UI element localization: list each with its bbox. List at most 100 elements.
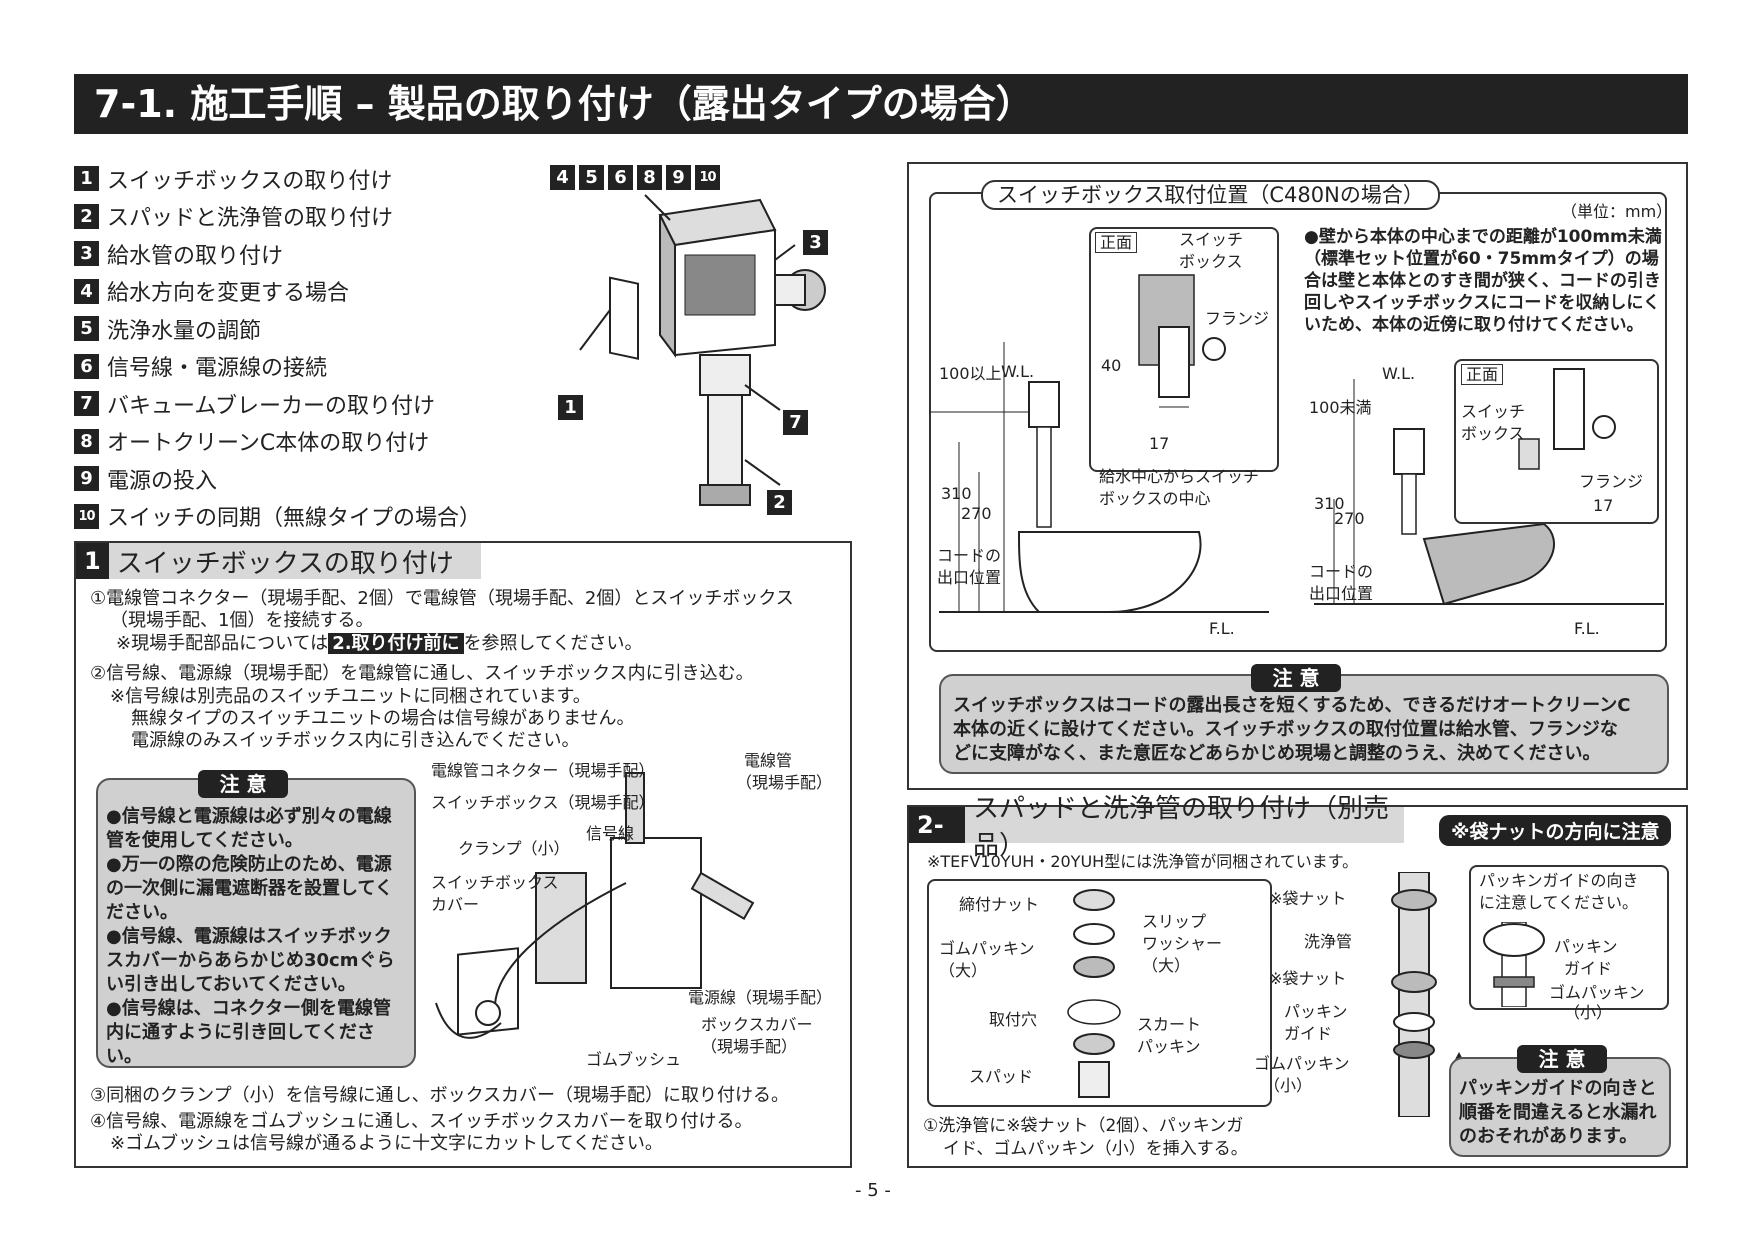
d17-left: 17 — [1149, 434, 1170, 453]
d270-left: 270 — [961, 504, 992, 523]
toc-label: オートクリーンC本体の取り付け — [107, 431, 430, 457]
position-caution-box: 注 意 スイッチボックスはコードの露出長さを短くするため、できるだけオートクリー… — [939, 664, 1669, 774]
guide-note-1: パッキンガイドの向き — [1479, 871, 1639, 890]
lbl-rubber1: ゴムパッキン — [939, 939, 1035, 958]
lbl-box-cover2: （現場手配） — [701, 1037, 798, 1056]
guide-rub-1: ゴムパッキン — [1549, 983, 1645, 1002]
lbl-rubber2: （大） — [939, 961, 988, 980]
step-num-badge: 10 — [695, 165, 720, 190]
caution-line: 順番を間違えると水漏れ — [1459, 1102, 1657, 1123]
section1-title: スイッチボックスの取り付け — [116, 548, 454, 579]
toc-num: 1 — [74, 166, 99, 192]
toc-item[interactable]: 10 スイッチの同期（無線タイプの場合） — [74, 498, 514, 536]
toc-label: 洗浄水量の調節 — [107, 318, 262, 344]
fl-right: F.L. — [1574, 619, 1600, 638]
d100under: 100未満 — [1309, 398, 1372, 417]
product-drawing — [579, 194, 826, 506]
guide-lbl-2: ガイド — [1564, 959, 1613, 978]
toc-num: 3 — [74, 241, 99, 267]
included-note: ※TEFV10YUH・20YUH型には洗浄管が同梱されています。 — [927, 852, 1359, 871]
toc-num: 6 — [74, 353, 99, 379]
wl-right: W.L. — [1382, 364, 1416, 383]
lbl-guide2: ガイド — [1284, 1024, 1333, 1043]
position-right-drawing — [1314, 379, 1664, 606]
callout-3: 3 — [803, 230, 828, 255]
lbl-rubber-s1: ゴムパッキン — [1254, 1054, 1350, 1073]
section1-num: 1 — [76, 543, 109, 579]
sb-right-2: ボックス — [1461, 424, 1525, 443]
s21-step1a: ①洗浄管に※袋ナット（2個）、パッキンガ — [923, 1116, 1244, 1136]
lbl-hole: 取付穴 — [989, 1010, 1038, 1029]
step-num-badge: 9 — [666, 165, 691, 190]
lbl-cover1: スイッチボックス — [431, 873, 559, 892]
s1-step1a: ①電線管コネクター（現場手配、2個）で電線管（現場手配、2個）とスイッチボックス — [90, 588, 794, 609]
s21-caution-label: 注 意 — [1517, 1045, 1607, 1073]
toc-num: 10 — [74, 503, 99, 529]
toc-num: 7 — [74, 391, 99, 417]
toc-label: スイッチボックスの取り付け — [107, 168, 393, 194]
toc-item[interactable]: 1 スイッチボックスの取り付け — [74, 160, 514, 198]
s1-note4: ※ゴムブッシュは信号線が通るように十文字にカットしてください。 — [110, 1133, 663, 1154]
toc-item[interactable]: 3 給水管の取り付け — [74, 235, 514, 273]
sb-left-1: スイッチ — [1179, 230, 1244, 249]
section21-header: 2-1 スパッドと洗浄管の取り付け（別売品） — [909, 794, 1404, 875]
cord-right-2: 出口位置 — [1309, 584, 1374, 603]
toc-label: スパッドと洗浄管の取り付け — [107, 206, 394, 232]
fl-left: F.L. — [1209, 619, 1235, 638]
lbl-conduit-connector: 電線管コネクター（現場手配） — [431, 761, 655, 780]
toc-item[interactable]: 6 信号線・電源線の接続 — [74, 348, 514, 386]
lbl-rubber-s2: （小） — [1264, 1076, 1313, 1095]
lbl-nut: 締付ナット — [959, 895, 1040, 914]
front-label-right: 正面 — [1461, 364, 1504, 385]
flange-left: フランジ — [1205, 309, 1270, 328]
d17-right: 17 — [1593, 496, 1614, 515]
lbl-conduit-note: （現場手配） — [736, 773, 833, 792]
section21-title: スパッドと洗浄管の取り付け（別売品） — [972, 794, 1389, 861]
lbl-spud: スパッド — [969, 1067, 1034, 1086]
lbl-switch-box: スイッチボックス（現場手配） — [431, 793, 655, 812]
d270-right: 270 — [1334, 509, 1365, 528]
d310-left: 310 — [941, 484, 972, 503]
section21-num: 2-1 — [909, 807, 965, 875]
toc-label: 信号線・電源線の接続 — [107, 356, 328, 382]
toc-item[interactable]: 5 洗浄水量の調節 — [74, 310, 514, 348]
sb-left-2: ボックス — [1179, 252, 1243, 271]
guide-rub-2: （小） — [1564, 1003, 1613, 1022]
caution-line: どに支障がなく、また意匠などあらかじめ現場と調整のうえ、決めてください。 — [953, 743, 1601, 764]
caution-line: ●信号線と電源線は必ず別々の電線管を使用してください。 — [106, 806, 392, 851]
lbl-slip3: （大） — [1142, 956, 1191, 975]
callout-2: 2 — [767, 490, 792, 515]
cord-right-1: コードの — [1309, 562, 1374, 581]
bag-nut-badge: ※袋ナットの方向に注意 — [1439, 815, 1672, 846]
toc-label: 給水管の取り付け — [107, 243, 284, 269]
cord-left-1: コードの — [937, 546, 1002, 565]
front-label-left: 正面 — [1095, 232, 1138, 253]
s1-caution-label: 注 意 — [198, 770, 288, 798]
callout-7: 7 — [783, 410, 808, 435]
step-num-badge: 5 — [579, 165, 604, 190]
position-note-line: （標準セット位置が60・75mmタイプ）の場 — [1304, 249, 1659, 269]
s1-step3: ③同梱のクランプ（小）を信号線に通し、ボックスカバー（現場手配）に取り付ける。 — [90, 1085, 790, 1106]
position-panel: スイッチボックス取付位置（C480Nの場合） （単位：mm） 正面 スイッチ ボ… — [907, 162, 1688, 790]
center-2: ボックスの中心 — [1099, 489, 1211, 508]
lbl-cover2: カバー — [431, 895, 480, 914]
lbl-signal-line: 信号線 — [586, 824, 635, 843]
position-left-drawing — [929, 342, 1269, 613]
lbl-clamp: クランプ（小） — [458, 839, 570, 858]
front-view-left — [1089, 227, 1279, 472]
position-caution-label: 注 意 — [1251, 664, 1341, 692]
toc-num: 5 — [74, 316, 99, 342]
lbl-box-cover1: ボックスカバー — [701, 1015, 813, 1034]
section21-panel: 2-1 スパッドと洗浄管の取り付け（別売品） ※袋ナットの方向に注意 ※TEFV… — [907, 794, 1688, 1168]
lbl-slip1: スリップ — [1142, 912, 1207, 931]
lbl-slip2: ワッシャー — [1142, 934, 1223, 953]
s1-note1-ref[interactable]: 2.取り付け前に — [328, 633, 464, 654]
s21-caution-box: 注 意 パッキンガイドの向きと順番を間違えると水漏れのおそれがあります。 — [1449, 1045, 1671, 1157]
toc-label: スイッチの同期（無線タイプの場合） — [107, 506, 482, 532]
